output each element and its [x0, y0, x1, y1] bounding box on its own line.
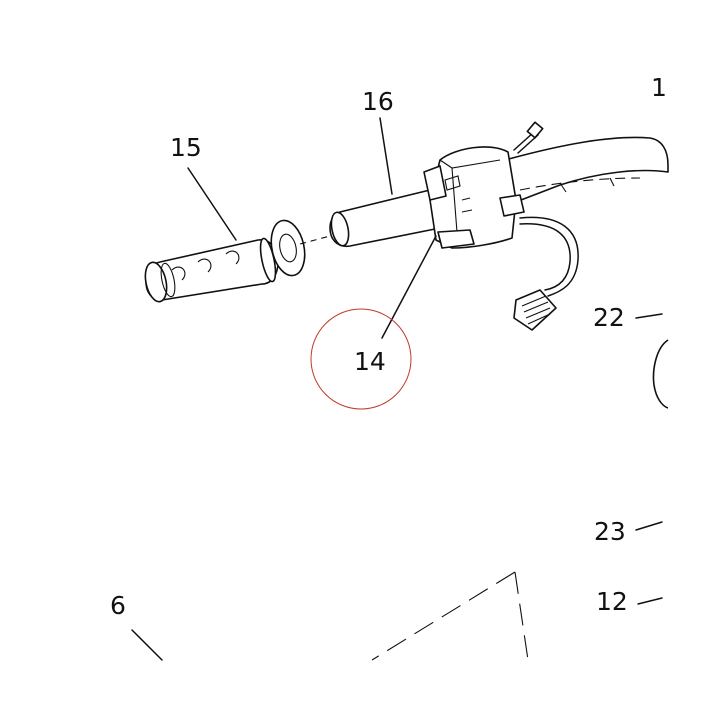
leader-lines — [187, 117, 663, 605]
lower-construction-lines — [131, 571, 529, 661]
switch-cable — [513, 216, 579, 331]
grip-part-15 — [144, 237, 279, 303]
leader-22 — [635, 313, 663, 319]
leader-23 — [635, 521, 663, 531]
label-part-22: 22 — [593, 303, 625, 332]
leader-12 — [637, 597, 663, 605]
handlebar — [504, 136, 669, 206]
assembly-line — [299, 235, 331, 245]
label-part-1: 1 — [651, 73, 667, 102]
label-part-6: 6 — [110, 591, 126, 620]
screw — [513, 121, 544, 154]
leader-14 — [381, 235, 437, 339]
label-part-12: 12 — [596, 587, 628, 616]
partial-part-right — [652, 339, 669, 409]
leader-15 — [187, 167, 237, 241]
label-part-16: 16 — [362, 87, 394, 116]
switch-housing-part-14 — [423, 146, 525, 249]
label-part-15: 15 — [170, 133, 202, 162]
highlight-circle-14 — [310, 308, 412, 410]
washer — [270, 219, 306, 277]
leader-16 — [379, 117, 393, 195]
label-part-14: 14 — [354, 347, 386, 376]
label-part-23: 23 — [594, 517, 626, 546]
throttle-tube-part-16 — [329, 189, 441, 248]
